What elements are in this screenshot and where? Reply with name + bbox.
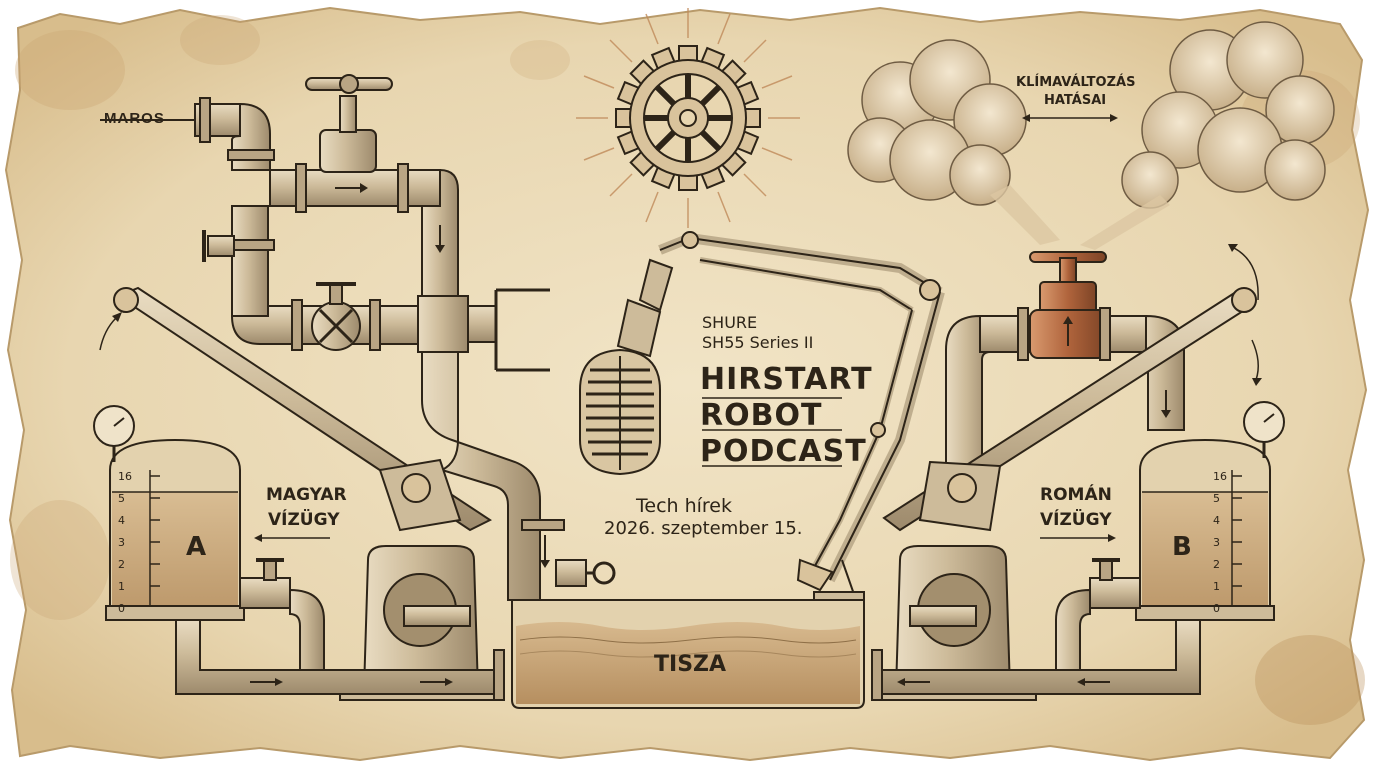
- gear-sun-icon: [576, 8, 800, 228]
- tank-a-icon: [93, 405, 325, 691]
- title-line-1: HIRSTART: [700, 362, 873, 397]
- mic-model: SH55 Series II: [702, 333, 814, 352]
- tank-b-label: B: [1172, 532, 1192, 562]
- right-authority-line2: VÍZÜGY: [1040, 510, 1112, 530]
- tank-a-scale-16: 16: [118, 470, 132, 483]
- lever-left-icon: [99, 286, 492, 532]
- left-authority-line1: MAGYAR: [266, 485, 347, 505]
- date: 2026. szeptember 15.: [604, 518, 803, 539]
- tank-a-scale: 16 5 4 3 2 1 0: [118, 466, 132, 620]
- title-line-3: PODCAST: [700, 434, 867, 469]
- microphone-icon: [579, 298, 662, 476]
- tank-a-scale-5: 5: [118, 492, 125, 505]
- tank-b-scale: 16 5 4 3 2 1 0: [1213, 466, 1227, 620]
- tank-b-scale-5: 5: [1213, 492, 1220, 505]
- mic-brand: SHURE: [702, 313, 758, 332]
- tank-a-scale-4: 4: [118, 514, 125, 527]
- smoke-cloud-right-icon: [1121, 21, 1335, 209]
- label-climate-line1: KLÍMAVÁLTOZÁS: [1016, 75, 1136, 90]
- river-basin-icon: [511, 599, 865, 709]
- tank-a-scale-2: 2: [118, 558, 125, 571]
- tank-b-scale-2: 2: [1213, 558, 1220, 571]
- tank-a-label: A: [186, 532, 207, 562]
- title-line-2: ROBOT: [700, 398, 823, 433]
- river-label: TISZA: [654, 652, 727, 677]
- microphone-arm-icon: [638, 231, 945, 607]
- tank-a-scale-3: 3: [118, 536, 125, 549]
- tank-b-scale-0: 0: [1213, 602, 1220, 615]
- tank-a-scale-0: 0: [118, 602, 125, 615]
- lever-right-icon: [882, 244, 1262, 532]
- label-maros: MAROS: [104, 110, 165, 127]
- tank-b-scale-1: 1: [1213, 580, 1220, 593]
- tank-b-scale-3: 3: [1213, 536, 1220, 549]
- tank-b-scale-16: 16: [1213, 470, 1227, 483]
- label-climate-line2: HATÁSAI: [1044, 93, 1107, 108]
- subtitle: Tech hírek: [636, 495, 733, 517]
- left-authority-line2: VÍZÜGY: [268, 510, 340, 530]
- tank-a-scale-1: 1: [118, 580, 125, 593]
- tank-b-icon: [1055, 401, 1285, 691]
- right-authority-line1: ROMÁN: [1040, 485, 1112, 505]
- smoke-cloud-left-icon: [847, 39, 1027, 206]
- tank-b-scale-4: 4: [1213, 514, 1220, 527]
